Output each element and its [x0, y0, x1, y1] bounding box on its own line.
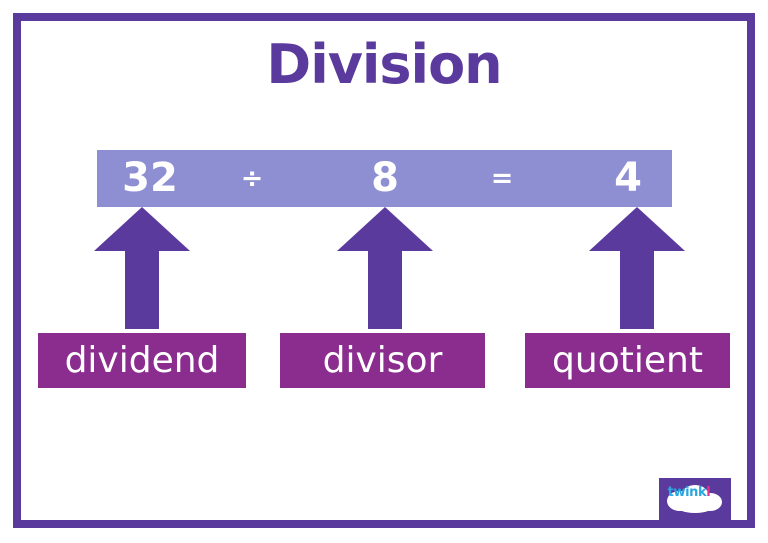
twinkl-wordmark-tail: l — [706, 485, 711, 500]
arrow-shaft — [620, 249, 654, 329]
equation-divisor-value: 8 — [371, 155, 399, 201]
cloud-icon — [665, 484, 725, 514]
equation-dividend-value: 32 — [122, 155, 178, 201]
arrow-up-icon-dividend — [94, 207, 190, 329]
arrow-head — [94, 207, 190, 251]
arrow-up-icon-divisor — [337, 207, 433, 329]
arrow-up-icon-quotient — [589, 207, 685, 329]
twinkl-wordmark-main: twink — [667, 485, 707, 500]
twinkl-wordmark: twinkl — [659, 478, 719, 508]
twinkl-logo: twinkl — [659, 478, 731, 520]
division-sign-icon: ÷ — [240, 163, 264, 194]
arrow-head — [589, 207, 685, 251]
arrow-shaft — [368, 249, 402, 329]
arrow-shaft — [125, 249, 159, 329]
equation-bar: 32 ÷ 8 = 4 — [97, 150, 672, 207]
label-dividend: dividend — [38, 333, 246, 388]
page-title: Division — [266, 33, 502, 96]
arrow-head — [337, 207, 433, 251]
equals-sign-icon: = — [490, 163, 514, 194]
label-quotient: quotient — [525, 333, 730, 388]
equation-quotient-value: 4 — [614, 155, 642, 201]
label-divisor: divisor — [280, 333, 485, 388]
